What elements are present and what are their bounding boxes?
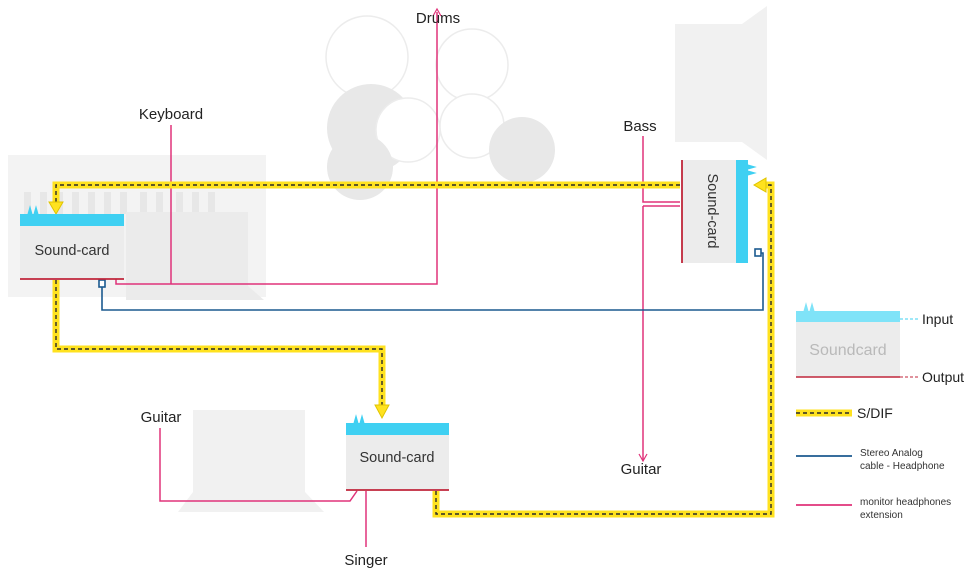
soundcard-right-input-ticks bbox=[747, 164, 757, 176]
amp-illustration bbox=[178, 410, 324, 512]
soundcard-left-input-ticks bbox=[27, 205, 39, 215]
legend-sdif-label: S/DIF bbox=[857, 405, 893, 421]
soundcard-right-input-bar bbox=[736, 160, 748, 263]
sdif-arrow-right-card bbox=[753, 177, 767, 193]
label-singer: Singer bbox=[344, 552, 387, 569]
legend-soundcard-input-bar bbox=[796, 311, 900, 322]
soundcard-bottom-input-bar bbox=[346, 423, 449, 435]
speaker-illustration bbox=[675, 6, 767, 160]
background-illustrations bbox=[8, 6, 767, 512]
soundcard-bottom-input-ticks bbox=[353, 414, 365, 424]
soundcard-left-input-bar bbox=[20, 214, 124, 226]
label-keyboard: Keyboard bbox=[139, 106, 203, 123]
soundcard-bottom-label: Sound-card bbox=[360, 450, 435, 466]
legend-stereo-label-1: Stereo Analog bbox=[860, 448, 923, 459]
monitor-lines bbox=[115, 7, 680, 547]
sdif-cables bbox=[48, 177, 775, 518]
plug-right bbox=[754, 248, 762, 257]
guitar-left-line bbox=[159, 428, 358, 502]
soundcard-left-label: Sound-card bbox=[35, 243, 110, 259]
label-drums: Drums bbox=[416, 10, 460, 27]
stereo-analog-cable bbox=[98, 248, 764, 311]
label-guitar-left: Guitar bbox=[141, 409, 182, 426]
legend-input-label: Input bbox=[922, 311, 953, 327]
instrument-labels: Drums Keyboard Bass Guitar Guitar Singer bbox=[139, 10, 662, 569]
drums-line bbox=[115, 12, 438, 285]
legend-monitor-label-2: extension bbox=[860, 510, 903, 521]
soundcard-right: Sound-card bbox=[681, 160, 757, 263]
label-bass: Bass bbox=[623, 118, 656, 135]
drum-kit-illustration bbox=[325, 15, 555, 200]
drums-arrow-head bbox=[432, 7, 442, 17]
soundcard-right-label: Sound-card bbox=[704, 174, 720, 249]
legend-monitor-label-1: monitor headphones bbox=[860, 497, 951, 508]
legend-output-label: Output bbox=[922, 369, 964, 385]
soundcard-left: Sound-card bbox=[20, 205, 124, 280]
guitar-right-arrow-head bbox=[638, 453, 648, 463]
legend: Soundcard Input Output S/DIF Stereo Anal… bbox=[796, 302, 964, 521]
sdif-arrow-bottom-card bbox=[374, 404, 390, 420]
soundcard-bottom: Sound-card bbox=[346, 414, 449, 491]
sdif-arrow-left-card bbox=[48, 201, 64, 215]
plug-left bbox=[98, 279, 106, 288]
label-guitar-right: Guitar bbox=[621, 461, 662, 478]
legend-soundcard-label: Soundcard bbox=[809, 342, 886, 359]
bass-line-upper bbox=[642, 136, 680, 203]
legend-soundcard-ticks bbox=[803, 302, 815, 312]
legend-stereo-label-2: cable - Headphone bbox=[860, 461, 945, 472]
